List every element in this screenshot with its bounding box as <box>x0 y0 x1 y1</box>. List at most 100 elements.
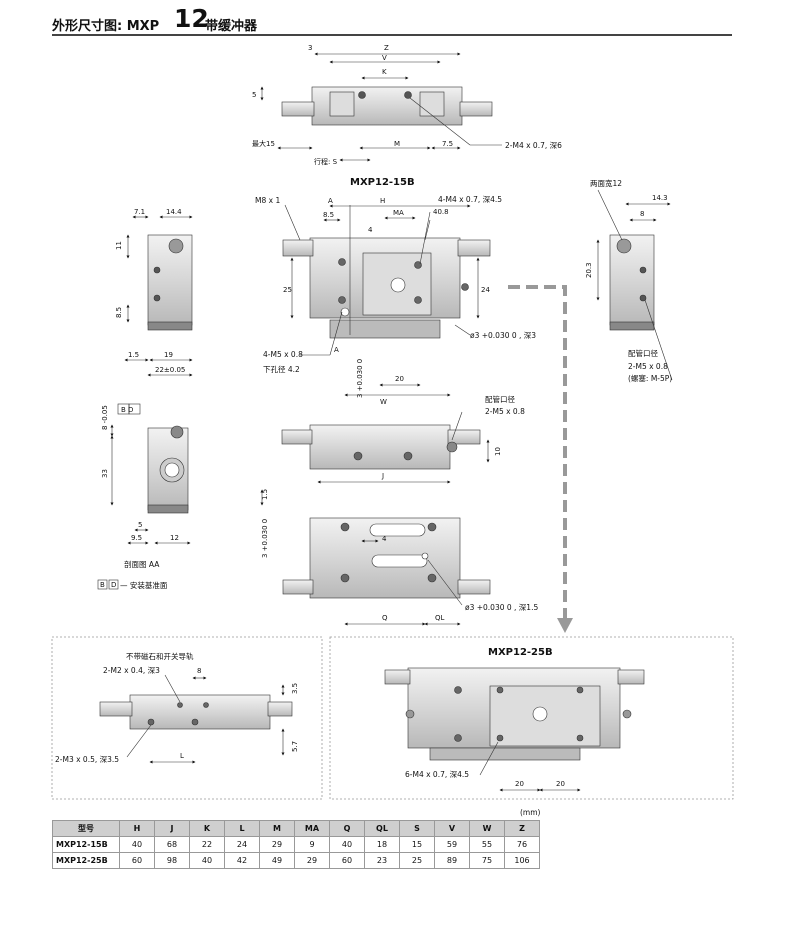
section-title: 剖面图 AA <box>124 559 160 569</box>
callout-m5-side: 2-M5 x 0.8 <box>485 407 525 416</box>
main-view <box>282 204 491 397</box>
dashed-arrow-head <box>557 618 573 633</box>
callout-m8: M8 x 1 <box>255 196 280 205</box>
table-header-row: 型号 H J K L M MA Q QL S V W Z <box>52 820 540 837</box>
dim-20-b: 20 <box>556 780 565 788</box>
dim-a-bottom: A <box>334 346 339 354</box>
table-cell: 40 <box>329 836 365 853</box>
dim-8-right: 8 <box>640 210 644 218</box>
header-suffix: 带缓冲器 <box>205 19 258 34</box>
callout-port-side: 配管口径 <box>485 394 515 404</box>
dim-j: J <box>381 472 384 480</box>
dim-1-5-bottom: 1.5 <box>261 489 269 500</box>
dim-14-4: 14.4 <box>166 208 182 216</box>
dim-8-5-left: 8.5 <box>115 307 123 318</box>
table-cell: 76 <box>504 836 540 853</box>
table-cell-model: MXP12-15B <box>52 836 120 853</box>
table-header: 型号 <box>52 820 120 837</box>
table-cell: 29 <box>259 836 295 853</box>
dim-z: Z <box>384 44 389 52</box>
dim-4: 4 <box>368 226 373 234</box>
panel-left-title: 不带磁石和开关导轨 <box>126 651 194 661</box>
dim-12: 12 <box>170 534 179 542</box>
table-cell-model: MXP12-25B <box>52 852 120 869</box>
dim-20-3: 20.3 <box>585 262 593 278</box>
table-header: S <box>399 820 435 837</box>
dim-h: H <box>380 197 385 205</box>
left-view <box>124 215 193 377</box>
dim-7-1: 7.1 <box>134 208 145 216</box>
table-header: MA <box>294 820 330 837</box>
table-cell: 25 <box>399 852 435 869</box>
dim-5-7: 5.7 <box>291 741 299 752</box>
callout-port-right: 配管口径 <box>628 348 658 358</box>
dim-8-5: 8.5 <box>323 211 334 219</box>
dim-8-panel: 8 <box>197 667 201 675</box>
table-cell: 60 <box>329 852 365 869</box>
datum-legend: — 安装基准面 <box>120 580 168 590</box>
callout-plug: (螺塞: M-5P) <box>628 373 672 383</box>
dim-20: 20 <box>395 375 404 383</box>
table-header: K <box>189 820 225 837</box>
dim-5-section: 5 <box>138 521 142 529</box>
dim-20-a: 20 <box>515 780 524 788</box>
dim-ql: QL <box>435 614 445 622</box>
table-header: QL <box>364 820 400 837</box>
table-header: Q <box>329 820 365 837</box>
header-prefix: 外形尺寸图: MXP <box>52 19 160 34</box>
dim-5: 5 <box>252 91 256 99</box>
header-rule <box>52 34 732 36</box>
table-cell: 40 <box>189 852 225 869</box>
callout-m5-right: 2-M5 x 0.8 <box>628 362 668 371</box>
dim-11: 11 <box>115 241 123 250</box>
table-cell: 40 <box>119 836 155 853</box>
callout-flats: 两面宽12 <box>590 178 622 188</box>
header-size: 12 <box>174 4 209 33</box>
callout-m3: 2-M3 x 0.5, 深3.5 <box>55 755 119 764</box>
dim-25: 25 <box>283 286 292 294</box>
callout-4-m5: 4-M5 x 0.8 <box>263 350 303 359</box>
dashed-arrow <box>508 285 567 620</box>
dim-19: 19 <box>164 351 173 359</box>
bottom-view <box>260 489 491 626</box>
table-header: W <box>469 820 505 837</box>
panel-right-drawing <box>384 667 645 792</box>
table-header: M <box>259 820 295 837</box>
callout-pilot-hole: 下孔径 4.2 <box>263 364 300 374</box>
dim-24: 24 <box>481 286 490 294</box>
callout-m4-depth6: 2-M4 x 0.7, 深6 <box>505 141 562 150</box>
dim-tol-bottom: 3 +0.030 0 <box>261 519 269 558</box>
dim-1-5: 1.5 <box>128 351 139 359</box>
dim-v: V <box>382 54 387 62</box>
datum-bd: B D <box>121 406 133 414</box>
table-cell: 22 <box>189 836 225 853</box>
panel-left-drawing <box>99 674 293 764</box>
table-cell: 59 <box>434 836 470 853</box>
table-header: V <box>434 820 470 837</box>
dim-9-5: 9.5 <box>131 534 142 542</box>
dim-stroke: 行程: S <box>314 157 338 166</box>
datum-b: B <box>100 581 105 589</box>
callout-4-m4: 4-M4 x 0.7, 深4.5 <box>438 195 502 204</box>
table-row: MXP12-25B 60 98 40 42 49 29 60 23 25 89 … <box>52 852 540 869</box>
callout-pin-hole: ø3 +0.030 0 , 深3 <box>470 331 536 340</box>
table-cell: 75 <box>469 852 505 869</box>
callout-pin-bottom: ø3 +0.030 0 , 深1.5 <box>465 603 538 612</box>
dim-w: W <box>380 398 387 406</box>
panel-right-frame <box>329 636 734 800</box>
table-cell: 29 <box>294 852 330 869</box>
table-cell: 9 <box>294 836 330 853</box>
dim-m: M <box>394 140 400 148</box>
callout-m2: 2-M2 x 0.4, 深3 <box>103 666 160 675</box>
dim-l: L <box>180 752 184 760</box>
side-view <box>281 411 490 484</box>
page-header: 外形尺寸图: MXP 12 带缓冲器 <box>52 6 732 36</box>
table-header: J <box>154 820 190 837</box>
table-header: L <box>224 820 260 837</box>
dim-40-8: 40.8 <box>433 208 449 216</box>
table-cell: 18 <box>364 836 400 853</box>
table-cell: 23 <box>364 852 400 869</box>
table-cell: 68 <box>154 836 190 853</box>
table-cell: 89 <box>434 852 470 869</box>
